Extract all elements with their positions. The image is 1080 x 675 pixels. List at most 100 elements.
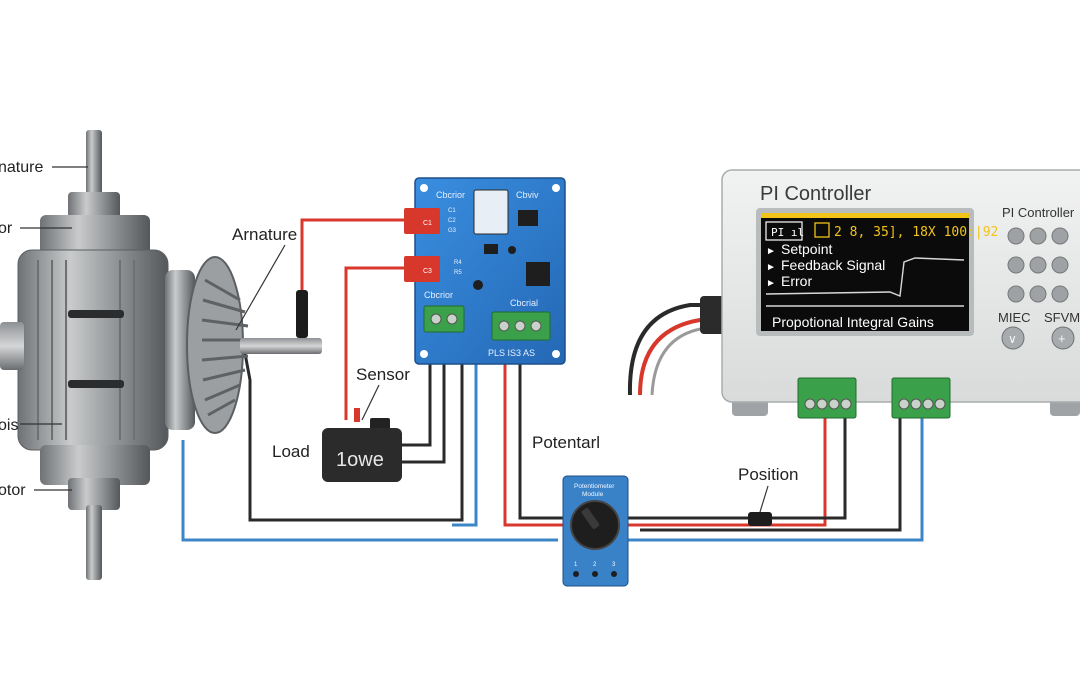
relay-1-label: C1: [423, 220, 432, 227]
relay-1: [404, 208, 440, 234]
motor-side-stub: [0, 322, 24, 370]
motor-cooling-fins: [37, 260, 149, 440]
board-terminal-left: [423, 305, 465, 333]
controller-screen: [761, 213, 969, 331]
motor-endcap-bottom: [40, 445, 150, 485]
screen-icon: [814, 222, 830, 238]
pot-title-line1: Potentiometer: [574, 483, 615, 490]
chip-label: C1: [448, 208, 456, 214]
sensor-red-tip: [354, 408, 360, 422]
position-leader: [759, 485, 769, 513]
motor-shaft-top: [86, 130, 102, 210]
label-poles: ois: [0, 417, 18, 434]
motor-flange: [165, 270, 195, 430]
motor-endcap-top: [40, 215, 150, 255]
pot-pin: [611, 571, 617, 577]
motor-leader-lines: [20, 166, 380, 491]
motor-fan-disc: [186, 256, 244, 434]
board-label-top-right: Cbviv: [516, 190, 539, 200]
pi-controller: PI Controller PI Controller PI ıl 2 8, 3…: [721, 169, 1080, 419]
wire-blue-board: [452, 330, 478, 527]
board-ic-1: [518, 210, 538, 226]
wire-red-motor-relay1: [300, 218, 410, 290]
motor-slot-upper: [68, 310, 124, 318]
board-label-top-left: Cbcrior: [436, 190, 465, 200]
load-box-text: 1owe: [336, 449, 384, 471]
wire-connector: [296, 290, 308, 338]
wire-black-board-load-b: [400, 330, 446, 464]
board-connector-white: [473, 189, 509, 235]
controller-button[interactable]: [1029, 256, 1047, 274]
controller-button[interactable]: [1051, 227, 1069, 245]
driver-board: Cbcrior Cbviv C1 C3 C1 C2 G3 R4 R5 Cbcri…: [404, 177, 566, 365]
controller-button[interactable]: [1007, 256, 1025, 274]
controller-knob-right[interactable]: [1051, 326, 1075, 350]
wire-red-pot-controller: [628, 418, 827, 527]
screen-readout: 2 8, 35], 18X 100:|92: [834, 225, 998, 240]
potentiometer-module: Potentiometer Module 1 2 3: [562, 475, 629, 587]
screen-bullet: ►: [766, 278, 776, 289]
controller-button[interactable]: [1007, 285, 1025, 303]
screen-badge-box: [765, 221, 803, 241]
screen-bullet: ►: [766, 246, 776, 257]
board-terminal-label-left: Cbcrior: [424, 290, 453, 300]
pot-knob-indicator: [581, 507, 600, 529]
label-armature: Arnature: [232, 225, 297, 244]
label-armature-left: nature: [0, 159, 43, 176]
screen-footer: Propotional Integral Gains: [772, 314, 934, 330]
controller-button[interactable]: [1007, 227, 1025, 245]
wire-black-board-load-a: [400, 330, 432, 447]
load-block: 1owe: [322, 408, 402, 482]
cable-black-controller: [627, 303, 722, 396]
wire-black-board-pot: [518, 340, 570, 520]
screen-item-error: Error: [781, 273, 812, 289]
motor-housing: [17, 249, 169, 451]
pot-title-line2: Module: [582, 491, 604, 498]
chip-label: C2: [448, 218, 456, 224]
chip-label: R4: [454, 260, 462, 266]
controller-button[interactable]: [1051, 256, 1069, 274]
wiring: [181, 218, 924, 542]
pot-pin-label: 3: [612, 562, 616, 568]
board-mount-hole: [420, 350, 428, 358]
cable-gland: [700, 296, 726, 334]
pot-pin: [592, 571, 598, 577]
controller-button[interactable]: [1029, 285, 1047, 303]
screen-badge: PI ıl: [771, 226, 804, 239]
label-stator: or: [0, 220, 13, 237]
controller-title: PI Controller: [760, 183, 871, 205]
wire-blue-loop: [181, 440, 558, 542]
relay-2: [404, 256, 440, 282]
board-terminal-label-right: Cbcrial: [510, 298, 538, 308]
controller-button[interactable]: [1029, 227, 1047, 245]
screen-signal-trace: [765, 257, 965, 297]
position-connector: [748, 512, 772, 526]
wire-red-board-pot: [503, 340, 570, 527]
motor-output-shaft: [240, 338, 322, 354]
label-load: Load: [272, 442, 310, 461]
board-ic-2: [526, 262, 550, 286]
controller-side-label: PI Controller: [1002, 205, 1075, 220]
knob-label-right: SFVM: [1044, 310, 1080, 325]
screen-item-setpoint: Setpoint: [781, 241, 832, 257]
controller-button[interactable]: [1051, 285, 1069, 303]
pot-pin-label: 1: [574, 562, 578, 568]
board-capacitor: [508, 246, 516, 254]
board-mount-hole: [420, 184, 428, 192]
label-rotor: otor: [0, 482, 26, 499]
label-sensor: Sensor: [356, 365, 410, 384]
screen-top-bar: [761, 213, 969, 218]
wire-red-sensor-relay2: [344, 266, 410, 420]
wire-black-controller-right: [640, 418, 902, 532]
board-mount-hole: [552, 184, 560, 192]
screen-bullet: ►: [766, 262, 776, 273]
controller-terminal-right: [891, 377, 951, 419]
knob-symbol-right: +: [1058, 331, 1066, 346]
cable-red-controller: [638, 316, 723, 396]
controller-knob-left[interactable]: [1001, 326, 1025, 350]
chip-label: G3: [448, 228, 457, 234]
knob-symbol-left: ∨: [1008, 332, 1017, 346]
motor-slot-lower: [68, 380, 124, 388]
chip-label: R5: [454, 270, 462, 276]
motor-shaft-bottom: [86, 505, 102, 580]
